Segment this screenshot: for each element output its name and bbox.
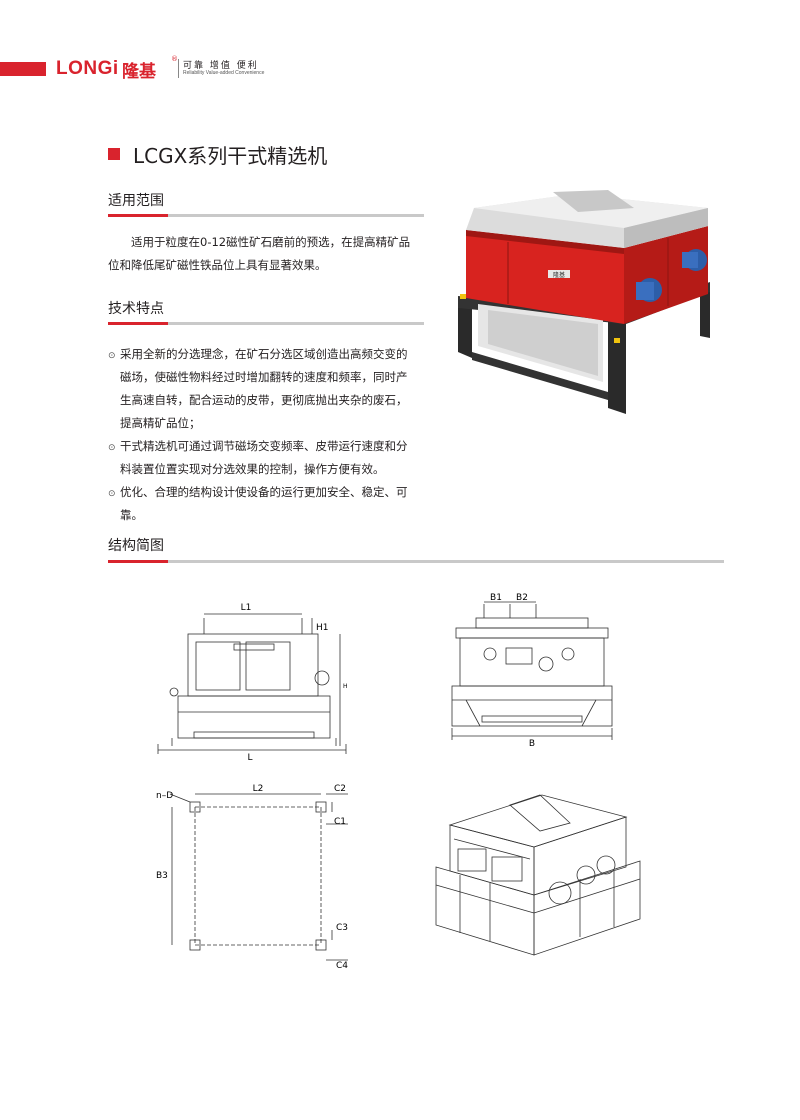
section-rule-features xyxy=(108,322,424,325)
section-heading-features: 技术特点 xyxy=(108,301,164,317)
feature-1-line-4: 提高精矿品位； xyxy=(120,416,201,430)
scope-line-2: 位和降低尾矿磁性铁品位上具有显著效果。 xyxy=(108,258,327,272)
section-rule-structure xyxy=(108,560,724,563)
slogan: 可靠 增值 便利 xyxy=(183,61,259,71)
machine-nameplate xyxy=(548,270,570,278)
dim-H: H xyxy=(343,683,348,690)
dim-H1: H1 xyxy=(316,623,329,633)
section-heading-structure: 结构简图 xyxy=(108,538,164,554)
feature-3-line-1: ⊙优化、合理的结构设计使设备的运行更加安全、稳定、可 xyxy=(108,481,408,506)
registered-mark: ® xyxy=(171,55,178,63)
dim-B: B xyxy=(529,739,535,748)
feature-2-line-2: 料装置位置实现对分选效果的控制，操作方便有效。 xyxy=(120,462,385,476)
header-accent-bar xyxy=(0,62,46,76)
section-rule-accent-structure xyxy=(108,560,168,563)
title-square-icon xyxy=(108,148,120,160)
feature-1-line-2: 磁场，使磁性物料经过时增加翻转的速度和频率，同时产 xyxy=(120,370,408,384)
slogan-english: Reliability Value-added Convenience xyxy=(183,70,265,76)
dim-L2: L2 xyxy=(253,784,264,794)
dim-C3: C3 xyxy=(336,923,348,933)
scope-line-1: 适用于粒度在0-12磁性矿石磨前的预选，在提高精矿品 xyxy=(131,235,411,249)
machine-photo: 隆基 xyxy=(458,190,710,414)
slogan-divider xyxy=(178,59,179,78)
dim-C2: C2 xyxy=(334,784,346,794)
dim-L: L xyxy=(247,753,252,763)
isometric-drawing xyxy=(435,794,641,956)
side-view-drawing: B1 B2 B xyxy=(451,593,613,748)
bullet-icon: ⊙ xyxy=(108,443,116,453)
svg-text:隆基: 隆基 xyxy=(553,271,565,279)
feature-3-line-2: 靠。 xyxy=(120,508,143,522)
section-heading-scope: 适用范围 xyxy=(108,193,164,209)
bullet-icon: ⊙ xyxy=(108,351,116,361)
dim-B2: B2 xyxy=(516,593,528,603)
brand-logo-cn: 隆基 xyxy=(122,62,156,82)
feature-1-line-1: ⊙采用全新的分选理念，在矿石分选区域创造出高频交变的 xyxy=(108,343,408,368)
foundation-plan-drawing: n–D L2 C2 C1 B3 C3 C4 xyxy=(156,784,348,971)
dim-C1: C1 xyxy=(334,817,346,827)
brand-logo: LONGi xyxy=(56,58,119,79)
dim-B3: B3 xyxy=(156,871,168,881)
section-rule-accent-scope xyxy=(108,214,168,217)
dim-B1: B1 xyxy=(490,593,502,603)
dim-L1: L1 xyxy=(241,603,252,613)
feature-2-line-1: ⊙干式精选机可通过调节磁场交变频率、皮带运行速度和分 xyxy=(108,435,408,460)
section-rule-scope xyxy=(108,214,424,217)
section-rule-accent-features xyxy=(108,322,168,325)
dim-C4: C4 xyxy=(336,961,348,971)
dim-nD: n–D xyxy=(156,791,173,801)
page-title: LCGX系列干式精选机 xyxy=(133,144,328,168)
bullet-icon: ⊙ xyxy=(108,489,116,499)
feature-1-line-3: 生高速自转，配合运动的皮带，更彻底抛出夹杂的废石， xyxy=(120,393,408,407)
front-view-drawing: L1 H1 H L xyxy=(157,603,348,763)
